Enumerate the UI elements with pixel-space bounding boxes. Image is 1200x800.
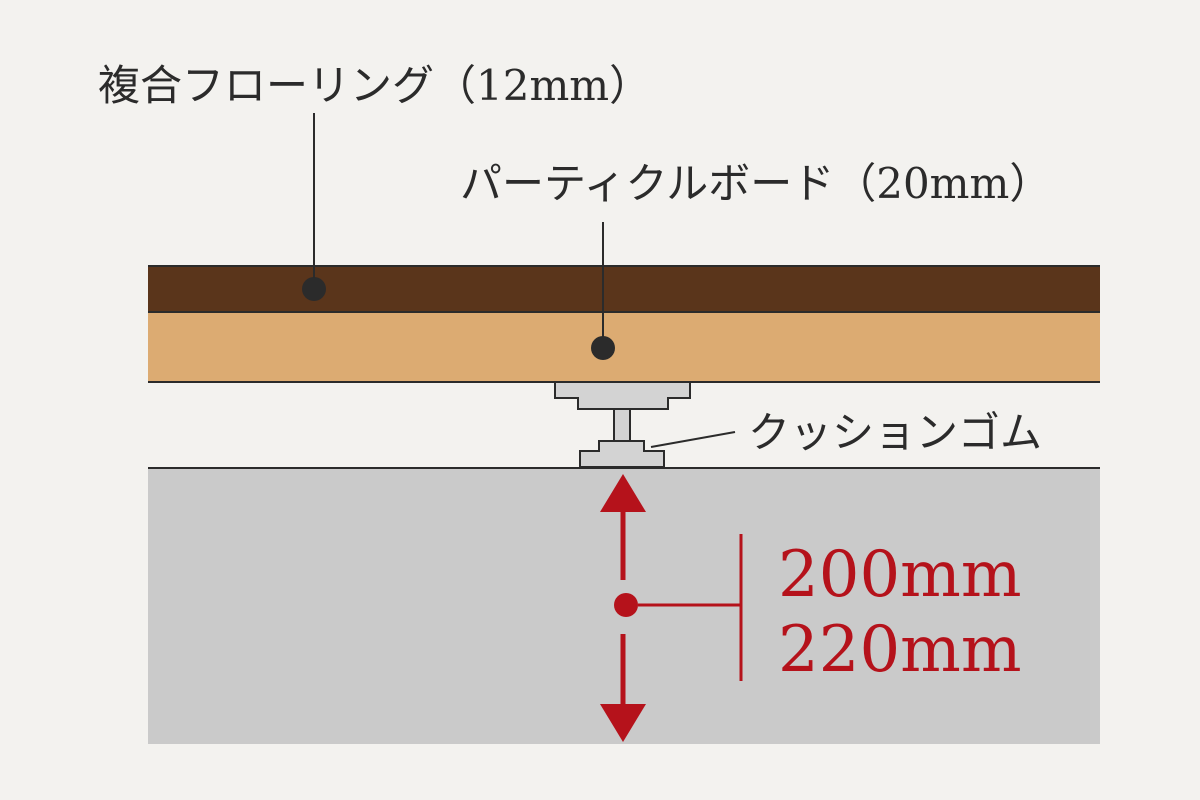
dimension-arrow-up-head: [600, 474, 646, 512]
particle-board-layer: [148, 313, 1100, 381]
cushion-rubber-base: [579, 440, 665, 468]
support-pedestal: [554, 381, 691, 468]
dimension-arrow-down-head: [600, 704, 646, 742]
height-option-220: 220mm: [778, 613, 1022, 687]
height-option-200: 200mm: [778, 538, 1022, 612]
pedestal-shaft: [613, 408, 631, 442]
pedestal-top-plate: [554, 381, 691, 410]
cushion-rubber-label: クッションゴム: [748, 408, 1042, 457]
height-dimension: 200mm 220mm: [600, 474, 1022, 742]
flooring-layer: [148, 266, 1100, 312]
cushion-rubber-leader-line: [650, 431, 736, 448]
flooring-marker-dot: [302, 277, 326, 301]
dimension-center-dot: [614, 593, 638, 617]
flooring-label: 複合フローリング（12mm）: [98, 61, 651, 110]
particle-board-label: パーティクルボード（20mm）: [460, 159, 1051, 208]
particle-board-marker-dot: [591, 336, 615, 360]
